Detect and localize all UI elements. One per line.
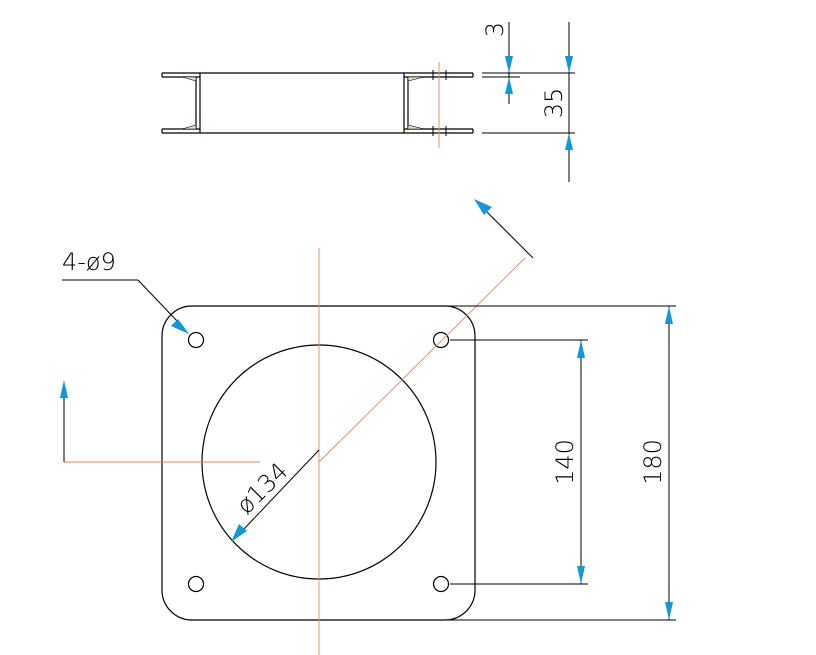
section-marker-stem <box>486 211 534 259</box>
overall-size-dimension: 180 <box>441 305 676 621</box>
arrow <box>665 602 673 620</box>
weld-mark <box>407 124 425 130</box>
weld-mark <box>181 124 197 130</box>
bore-dimension: ø134 <box>231 449 320 542</box>
hole-callout-label: 4-ø9 <box>62 248 116 276</box>
side-view <box>161 62 474 148</box>
arrow <box>565 133 573 150</box>
arrow <box>171 319 189 334</box>
hole-callout: 4-ø9 <box>62 248 189 334</box>
thickness-label: 3 <box>481 22 509 37</box>
dimension-line <box>242 449 320 531</box>
height-label: 35 <box>540 88 568 119</box>
mounting-hole-bottom-left <box>187 575 205 593</box>
diagonal-section-line <box>318 257 526 463</box>
section-arrow-left <box>60 380 68 398</box>
mounting-hole-bottom-right <box>432 575 450 593</box>
arrow <box>565 56 573 73</box>
hole-spacing-label: 140 <box>551 439 579 485</box>
weld-mark <box>407 76 425 82</box>
arrow <box>505 56 513 73</box>
overall-size-label: 180 <box>639 439 667 485</box>
arrow <box>505 77 513 94</box>
plate-outline <box>161 305 476 621</box>
arrow <box>577 340 585 358</box>
mounting-hole-top-right <box>432 331 450 349</box>
plan-view <box>64 248 526 655</box>
section-markers <box>60 199 534 462</box>
hole-spacing-dimension: 140 <box>450 339 588 585</box>
section-arrow-top-right <box>474 199 492 215</box>
arrow <box>665 306 673 324</box>
side-view-dimensions: 3 35 <box>481 22 575 182</box>
arrow <box>577 566 585 584</box>
arrow <box>231 524 247 542</box>
weld-mark <box>181 76 197 82</box>
mounting-hole-top-left <box>187 331 205 349</box>
leader-line <box>137 279 179 323</box>
